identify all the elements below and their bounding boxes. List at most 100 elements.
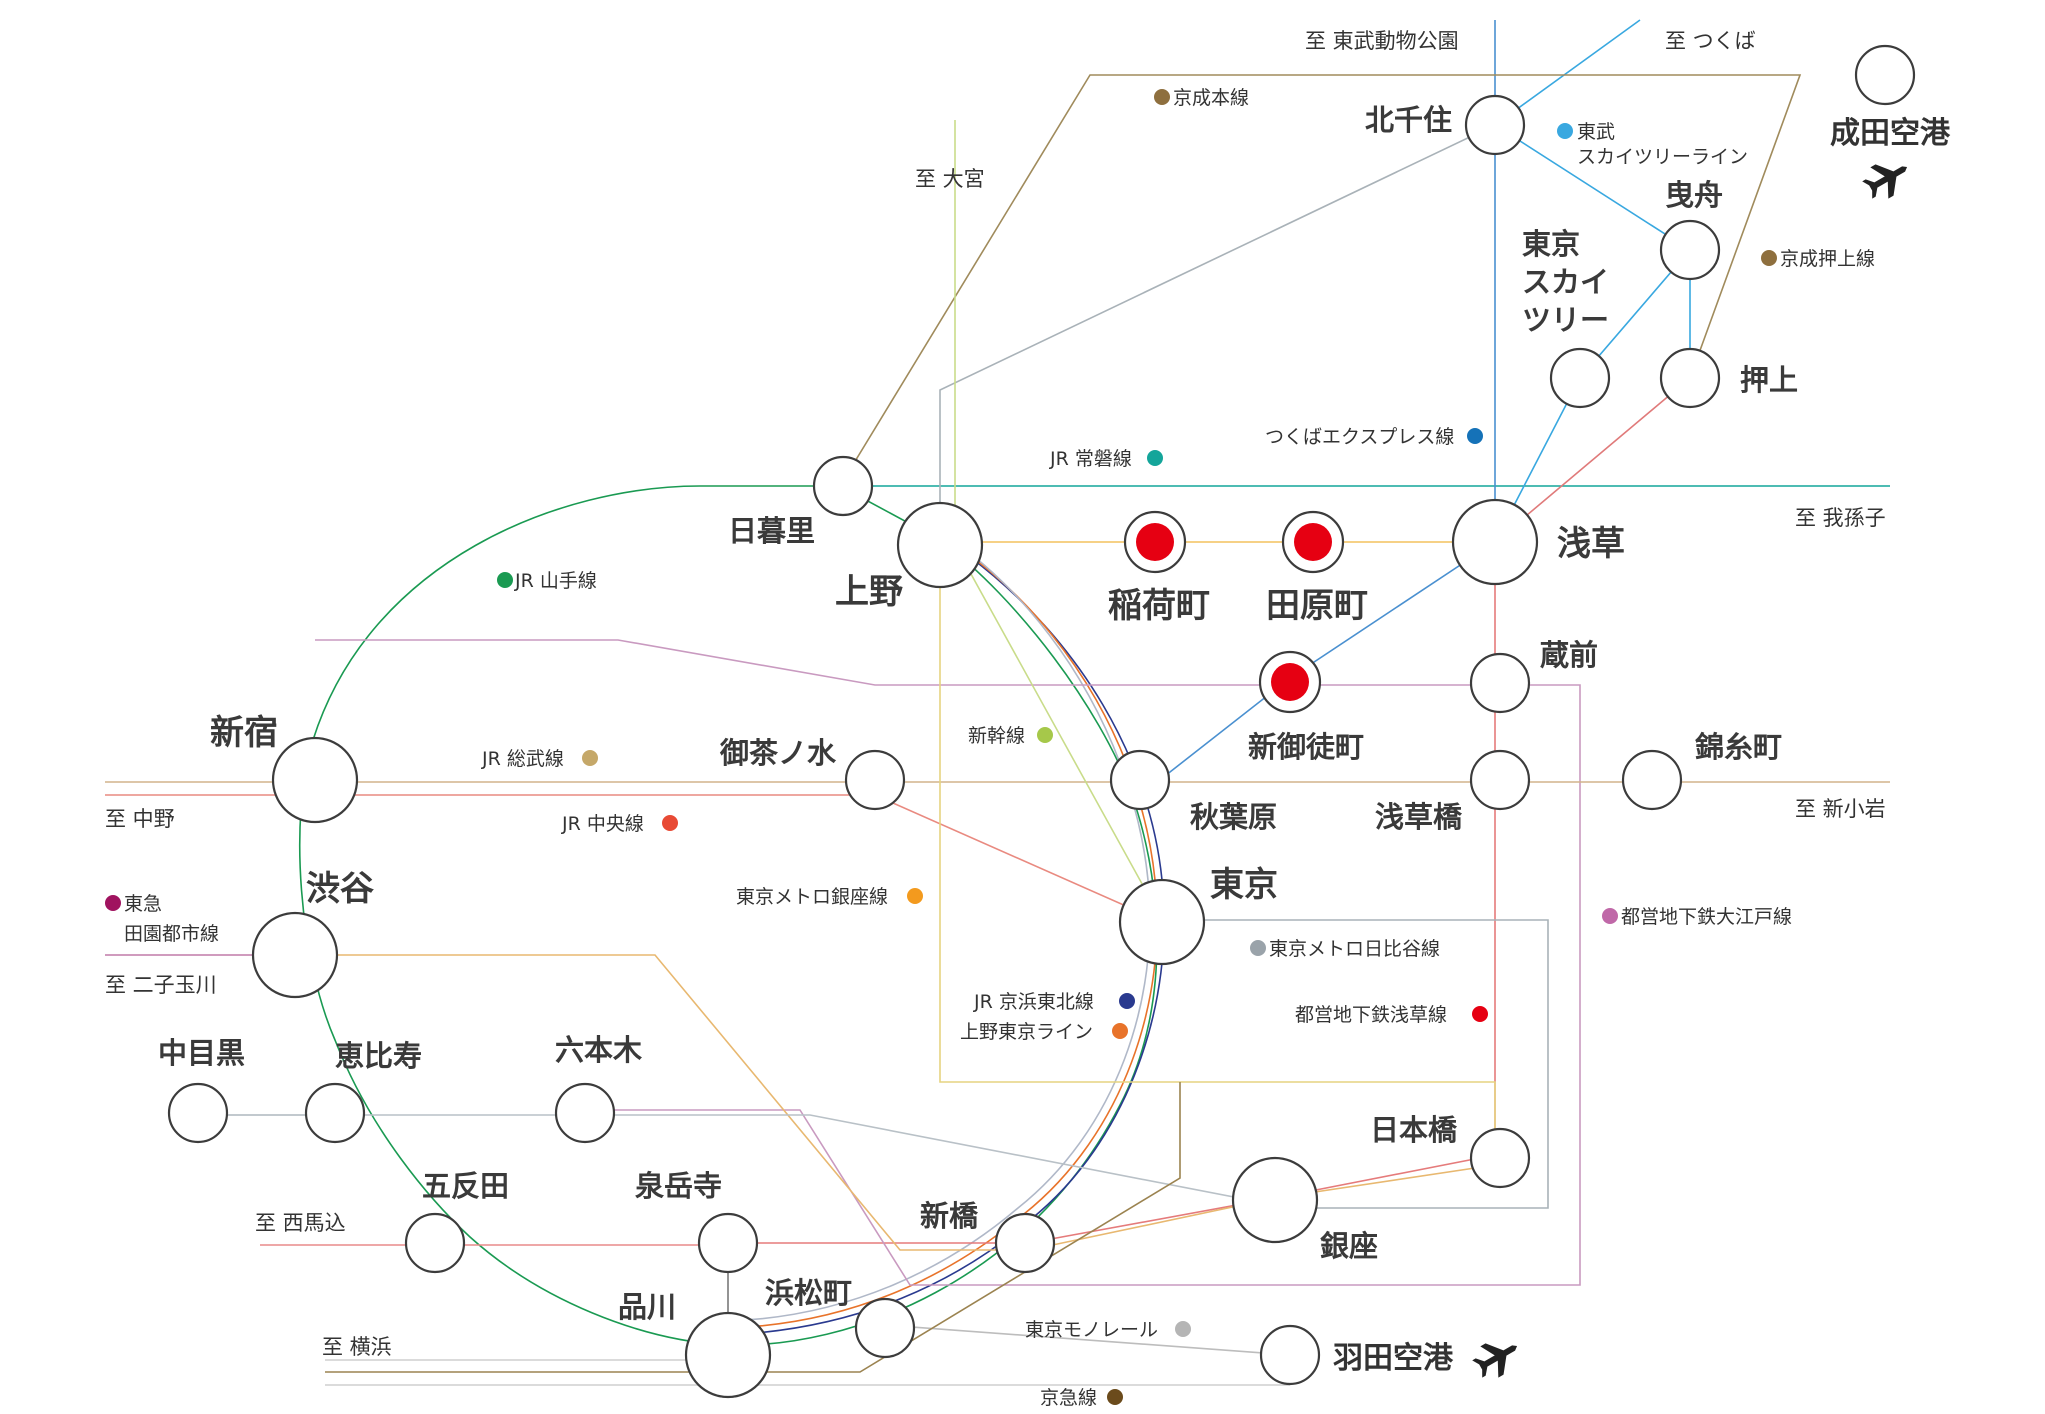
station-nihonbashi-label: 日本橋 <box>1370 1113 1458 1147</box>
station-narita-marker[interactable] <box>1854 44 1916 106</box>
station-asakusabashi-label: 浅草橋 <box>1375 800 1463 834</box>
station-ochanomizu-marker[interactable] <box>844 749 906 811</box>
legend-dot-keihin-tohoku <box>1119 993 1135 1009</box>
station-kuramae-label: 蔵前 <box>1540 638 1598 672</box>
legend-keikyu: 京急線 <box>1040 1387 1097 1409</box>
station-kinshicho-marker[interactable] <box>1621 749 1683 811</box>
airplane-icon <box>1472 1343 1518 1378</box>
line-jr-keihin-tohoku <box>724 556 1165 1336</box>
legend-dot-sobu <box>582 750 598 766</box>
line-keikyu <box>325 1082 1181 1373</box>
legend-dot-shinkansen <box>1037 727 1053 743</box>
station-gotanda-marker[interactable] <box>404 1212 466 1274</box>
station-kuramae-marker[interactable] <box>1469 652 1531 714</box>
legend-dot-asakusa <box>1472 1006 1488 1022</box>
station-kinshicho-label: 錦糸町 <box>1695 730 1782 764</box>
station-shinagawa-label: 品川 <box>618 1290 676 1324</box>
legend-tobu-1: 東武 <box>1577 121 1615 143</box>
legend-monorail: 東京モノレール <box>1025 1319 1158 1341</box>
station-nippori-label: 日暮里 <box>728 514 815 548</box>
stations <box>167 44 1916 1399</box>
station-ebisu-marker[interactable] <box>304 1082 366 1144</box>
legend-dot-tokyu <box>105 895 121 911</box>
legend-tobu-2: スカイツリーライン <box>1577 146 1748 168</box>
legend-dot-keikyu <box>1107 1389 1123 1405</box>
line-oedo <box>315 639 1581 1286</box>
legend-sobu: JR 総武線 <box>481 748 564 770</box>
station-ginza-marker[interactable] <box>1231 1156 1319 1244</box>
station-kitasenju-label: 北千住 <box>1365 103 1452 137</box>
station-inaricho-selected[interactable] <box>1123 510 1187 574</box>
legend-ueno-tokyo: 上野東京ライン <box>960 1021 1093 1043</box>
station-gotanda-label: 五反田 <box>422 1169 509 1203</box>
legend-shinkansen: 新幹線 <box>968 725 1025 747</box>
station-nippori-marker[interactable] <box>812 455 874 517</box>
station-tawaramachi-label: 田原町 <box>1266 586 1368 626</box>
legend-dot-tsukuba <box>1467 428 1483 444</box>
legend-dot-monorail <box>1175 1321 1191 1337</box>
legend-keihin-tohoku: JR 京浜東北線 <box>973 991 1094 1013</box>
station-nakameguro-marker[interactable] <box>167 1082 229 1144</box>
legend-dot-hibiya <box>1250 940 1266 956</box>
station-hamamatsucho-marker[interactable] <box>854 1297 916 1359</box>
legend-dot-keisei-oshiage <box>1761 250 1777 266</box>
legend-dot-tobu <box>1557 123 1573 139</box>
station-asakusabashi-marker[interactable] <box>1469 749 1531 811</box>
legend-keisei: 京成本線 <box>1173 87 1249 109</box>
station-shinokachimachi-selected[interactable] <box>1258 650 1322 714</box>
station-haneda-marker[interactable] <box>1259 1324 1321 1386</box>
station-kitasenju-marker[interactable] <box>1464 94 1526 156</box>
station-ueno-marker[interactable] <box>896 501 984 589</box>
station-sengakuji-marker[interactable] <box>697 1212 759 1274</box>
station-hamamatsucho-label: 浜松町 <box>765 1276 852 1310</box>
dest-nishimagome: 至 西馬込 <box>255 1211 346 1235</box>
station-skytree-label-3: ツリー <box>1522 303 1609 337</box>
station-asakusa-label: 浅草 <box>1557 524 1625 564</box>
station-nihonbashi-marker[interactable] <box>1469 1127 1531 1189</box>
station-hikifune-marker[interactable] <box>1659 219 1721 281</box>
station-hikifune-label: 曳舟 <box>1665 178 1723 212</box>
legend-dot-oedo <box>1602 908 1618 924</box>
legend-oedo: 都営地下鉄大江戸線 <box>1621 906 1792 928</box>
dest-omiya: 至 大宮 <box>915 167 985 191</box>
legend-dot-keisei <box>1154 89 1170 105</box>
station-tokyo-marker[interactable] <box>1118 878 1206 966</box>
station-tawaramachi-selected[interactable] <box>1281 510 1345 574</box>
station-shinagawa-marker[interactable] <box>684 1311 772 1399</box>
legend-tokyu-1: 東急 <box>124 893 162 915</box>
dest-tobu-zoo: 至 東武動物公園 <box>1305 29 1459 53</box>
station-shinjuku-marker[interactable] <box>271 736 359 824</box>
station-shibuya-label: 渋谷 <box>306 869 374 909</box>
station-skytree-marker[interactable] <box>1549 347 1611 409</box>
legend-dot-joban <box>1147 450 1163 466</box>
legend-hibiya: 東京メトロ日比谷線 <box>1269 938 1440 960</box>
station-ginza-label: 銀座 <box>1320 1229 1378 1263</box>
line-yellow-vertical <box>939 548 1496 1155</box>
legend-tsukuba: つくばエクスプレス線 <box>1265 426 1454 448</box>
dest-tsukuba: 至 つくば <box>1665 29 1756 53</box>
station-asakusa-marker[interactable] <box>1451 498 1539 586</box>
route-lines <box>105 19 1890 1386</box>
legend-chuo: JR 中央線 <box>561 813 644 835</box>
station-roppongi-marker[interactable] <box>554 1082 616 1144</box>
station-labels: 北千住 曳舟 東京 スカイ ツリー 押上 日暮里 上野 稲荷町 田原町 浅草 蔵… <box>158 103 1798 1324</box>
legend-keisei-oshiage: 京成押上線 <box>1780 248 1875 270</box>
station-shibuya-marker[interactable] <box>251 911 339 999</box>
dest-futako: 至 二子玉川 <box>105 973 217 997</box>
line-yokohama-west <box>325 1359 1290 1386</box>
station-shinokachimachi-label: 新御徒町 <box>1248 730 1364 764</box>
station-roppongi-label: 六本木 <box>555 1033 642 1067</box>
station-akihabara-label: 秋葉原 <box>1190 800 1277 834</box>
airplane-icon <box>1862 164 1908 199</box>
legend-asakusa: 都営地下鉄浅草線 <box>1295 1004 1447 1026</box>
station-oshiage-marker[interactable] <box>1659 347 1721 409</box>
legend-dot-chuo <box>662 815 678 831</box>
station-akihabara-marker[interactable] <box>1109 749 1171 811</box>
station-tokyo-label: 東京 <box>1210 865 1278 905</box>
legend-ginza: 東京メトロ銀座線 <box>736 886 888 908</box>
station-ebisu-label: 恵比寿 <box>335 1039 422 1073</box>
legend-yamanote: JR 山手線 <box>514 570 597 592</box>
line-jr-ueno-tokyo <box>724 547 1158 1329</box>
station-shimbashi-marker[interactable] <box>994 1212 1056 1274</box>
